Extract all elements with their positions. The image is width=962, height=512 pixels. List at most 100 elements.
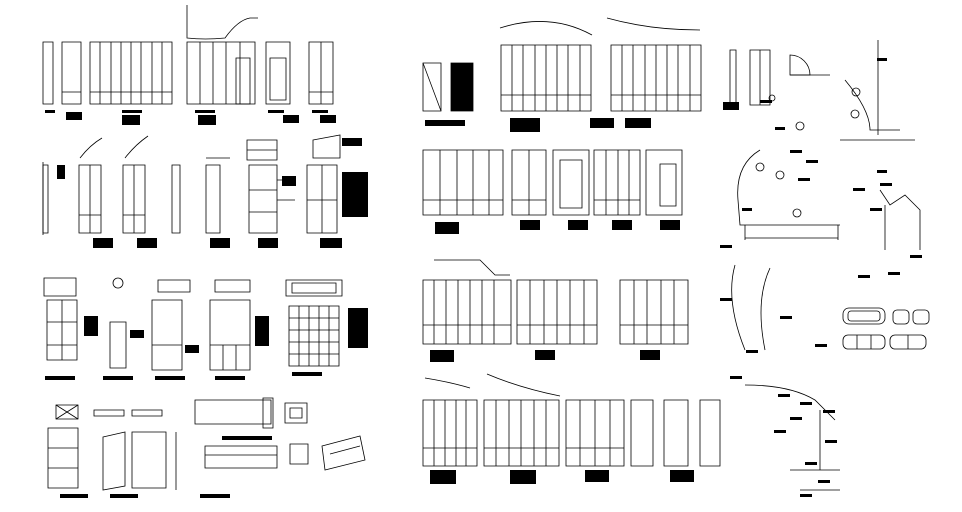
shelving-unit [110,322,126,368]
cad-linework [425,378,470,388]
cad-linework [823,410,835,413]
wardrobe-elevation [700,400,720,466]
cad-linework [258,238,278,248]
cad-linework [155,376,185,380]
cabinet-section [172,165,180,233]
cad-linework [745,385,835,420]
wardrobe-elevation [594,150,640,215]
cad-linework [825,440,837,443]
wardrobe-elevation [664,400,688,466]
cad-linework [430,350,454,362]
elevation-panel [43,42,53,104]
cad-linework [500,21,592,35]
cad-linework [815,344,827,347]
cad-linework [760,100,772,103]
cad-linework [312,110,328,113]
wardrobe-elevation [553,150,589,215]
cad-linework [746,350,758,353]
wardrobe-elevation [620,280,688,344]
curved-wall-plan [732,265,770,350]
sofa-icon [843,308,885,324]
cad-linework [215,376,245,380]
cad-linework [510,470,536,484]
annotation-labels [45,110,336,125]
joinery-details-lower-left [48,398,365,498]
cad-linework [738,150,840,225]
cad-linework [45,110,55,113]
cad-linework [84,316,98,336]
cad-linework [796,122,804,130]
cad-linework [132,432,166,488]
detail-marker [113,278,123,288]
cad-linework [423,63,441,111]
cad-linework [292,372,322,376]
shelving-unit [210,300,250,370]
cad-linework [342,138,362,146]
cad-linework [790,150,802,153]
cad-linework [910,255,922,258]
cad-linework [800,494,812,497]
cad-linework [612,220,632,230]
cad-linework [93,238,113,248]
cad-linework [742,208,752,211]
cad-linework [848,311,880,321]
cad-linework [320,115,336,123]
cad-linework [268,110,284,113]
door-plan-details [730,50,830,105]
cad-linework [560,160,582,208]
cad-linework [793,209,801,217]
cad-linework [730,50,736,105]
cad-linework [342,172,368,217]
cad-linework [283,115,299,123]
cad-linework [200,494,230,498]
cad-linework [720,245,732,248]
cad-linework [774,430,786,433]
cad-linework [210,238,230,248]
cad-linework [893,310,909,324]
cad-linework [805,462,817,465]
shelf-grid [289,306,339,366]
cad-linework [790,417,802,420]
cad-linework [43,165,48,233]
wardrobe-elevations-upper-left [43,5,336,125]
cad-linework [122,110,142,113]
cabinet-sections-left [43,135,368,248]
cad-linework [434,260,510,275]
cad-linework [845,80,900,130]
cad-linework [132,410,162,416]
cad-linework [215,280,250,292]
cad-linework [137,238,157,248]
armchair-icon [893,310,929,324]
cad-linework [66,112,82,120]
cad-linework [670,470,694,482]
cabinet-section [206,165,220,233]
cad-linework [125,136,148,158]
wardrobe-elevation [631,400,653,466]
cad-linework [80,138,102,158]
cad-linework [286,280,342,296]
cad-linework [292,283,336,293]
cad-linework [640,350,660,360]
cad-linework [776,171,784,179]
mirror-frame [103,432,125,490]
cad-linework [285,403,307,423]
wardrobe-elevation [423,400,477,466]
elevation-panel [62,42,81,104]
cad-linework [843,308,885,324]
wardrobe-elevation [266,42,290,104]
cad-linework [880,183,892,186]
counter-plan [195,400,271,424]
wardrobe-elevation [423,280,511,344]
cad-linework [60,494,88,498]
shelving-details-left [44,278,368,380]
cad-linework [607,18,700,30]
cad-linework [130,330,144,338]
cad-linework [185,345,199,353]
shelving-unit [152,300,182,370]
cad-linework [94,410,124,416]
cad-linework [330,446,360,454]
cad-linework [198,115,216,125]
wardrobe-elevation [187,42,255,104]
cad-linework [122,115,140,125]
